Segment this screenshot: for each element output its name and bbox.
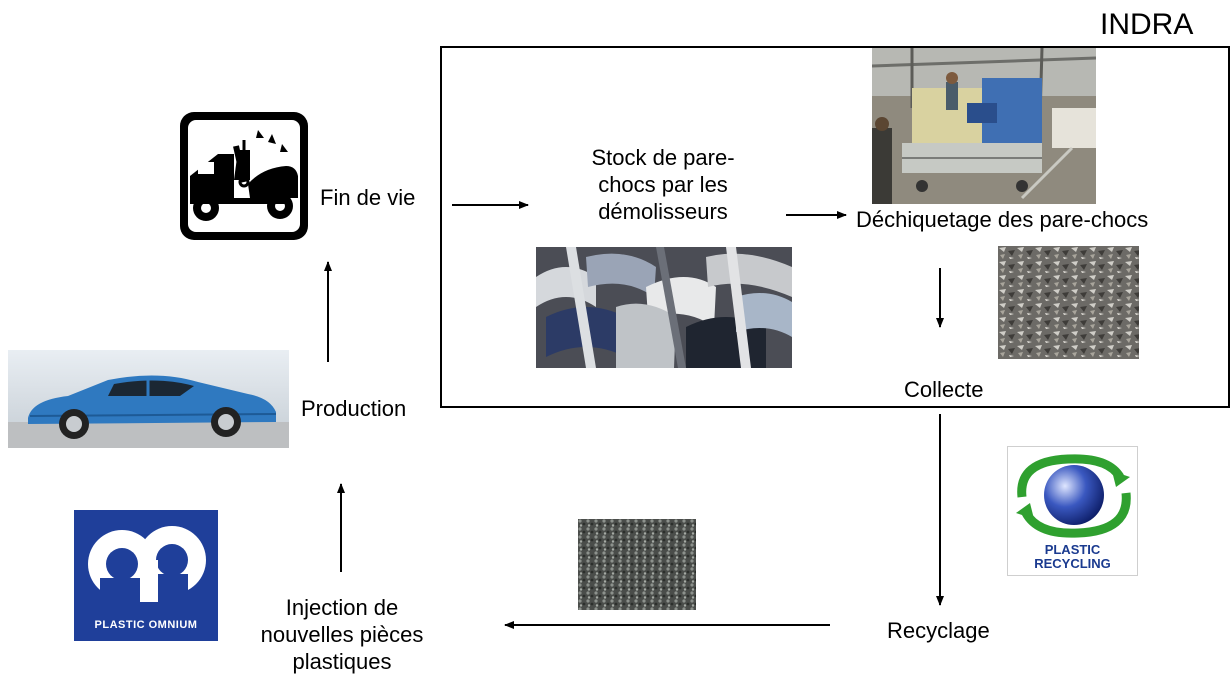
- car-photo: [8, 350, 289, 448]
- bumper-stock-photo: [536, 247, 792, 368]
- injection-label: Injection de nouvelles pièces plastiques: [232, 594, 452, 675]
- plastic-recycling-logo: PLASTIC RECYCLING: [1007, 446, 1138, 576]
- stock-label-line1: Stock de pare-: [591, 145, 735, 170]
- plastic-omnium-text: PLASTIC OMNIUM: [94, 619, 198, 631]
- injection-label-line2: nouvelles pièces: [260, 622, 424, 647]
- stock-label-line3: démolisseurs: [598, 199, 728, 224]
- tow-truck-icon: [178, 110, 310, 242]
- stock-label: Stock de pare- chocs par les démolisseur…: [563, 144, 763, 225]
- shredder-photo: [872, 48, 1096, 204]
- indra-frame: [440, 46, 1230, 408]
- stock-label-line2: chocs par les: [598, 172, 728, 197]
- indra-label: INDRA: [1100, 8, 1194, 41]
- injection-label-line1: Injection de: [285, 595, 399, 620]
- production-label: Production: [301, 396, 407, 421]
- fin-de-vie-label: Fin de vie: [320, 185, 416, 210]
- injection-label-line3: plastiques: [292, 649, 392, 674]
- dechiquetage-label: Déchiquetage des pare-chocs: [856, 207, 1149, 232]
- granules-photo: [578, 519, 696, 610]
- recyclage-label: Recyclage: [887, 618, 990, 643]
- plastic-recycling-text-1: PLASTIC: [1044, 542, 1101, 557]
- plastic-recycling-text-2: RECYCLING: [1034, 556, 1111, 571]
- shredded-plastic-photo: [998, 246, 1139, 359]
- collecte-label: Collecte: [904, 377, 984, 402]
- plastic-omnium-logo: PLASTIC OMNIUM: [74, 510, 218, 641]
